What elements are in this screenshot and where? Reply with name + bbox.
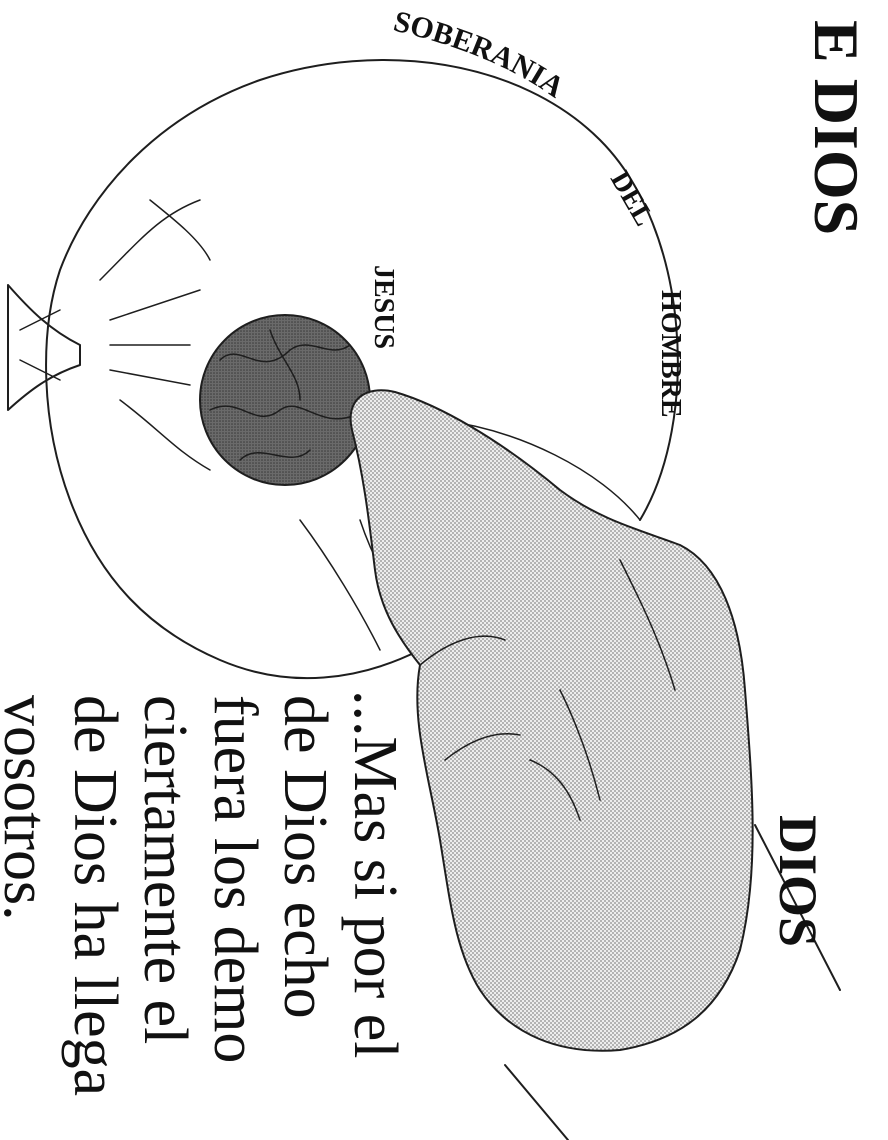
page-heading: E DIOS <box>801 20 872 235</box>
dios-pointer-line-2 <box>505 1065 568 1140</box>
dios-label: DIOS <box>768 815 828 947</box>
verse-line-6: vosotros. <box>0 695 59 921</box>
light-rays <box>20 200 210 470</box>
jesus-label: JESUS <box>368 265 399 349</box>
globe-icon <box>200 315 370 485</box>
bubble-fold-curve-2 <box>300 520 380 650</box>
hombre-label: HOMBRE <box>655 290 686 418</box>
soberania-label: SOBERANIA <box>391 5 571 105</box>
verse-line-2: de Dios echo <box>271 695 339 1019</box>
verse-line-3: fuera los demo <box>201 695 269 1063</box>
verse-line-4: ciertamente el <box>131 695 199 1044</box>
trumpet-icon <box>8 285 80 410</box>
verse-line-1: ...Mas si por el <box>341 690 409 1059</box>
verse-block: ...Mas si por el de Dios echo fuera los … <box>0 690 409 1096</box>
verse-line-5: de Dios ha llega <box>61 695 129 1096</box>
hand-icon <box>351 390 753 1050</box>
